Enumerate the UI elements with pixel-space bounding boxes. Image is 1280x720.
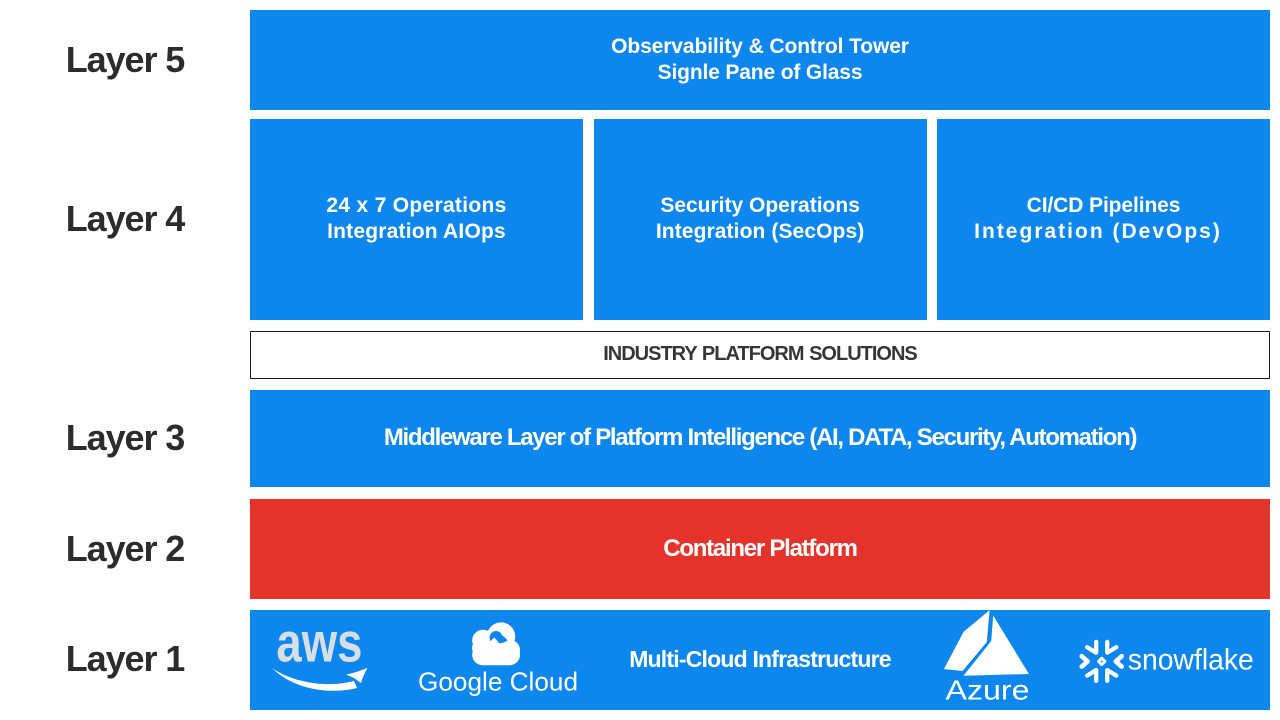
svg-text:Azure: Azure [946, 674, 1030, 705]
svg-text:aws: aws [276, 610, 362, 673]
svg-text:snowflake: snowflake [1128, 643, 1254, 676]
svg-text:Google Cloud: Google Cloud [418, 666, 578, 696]
